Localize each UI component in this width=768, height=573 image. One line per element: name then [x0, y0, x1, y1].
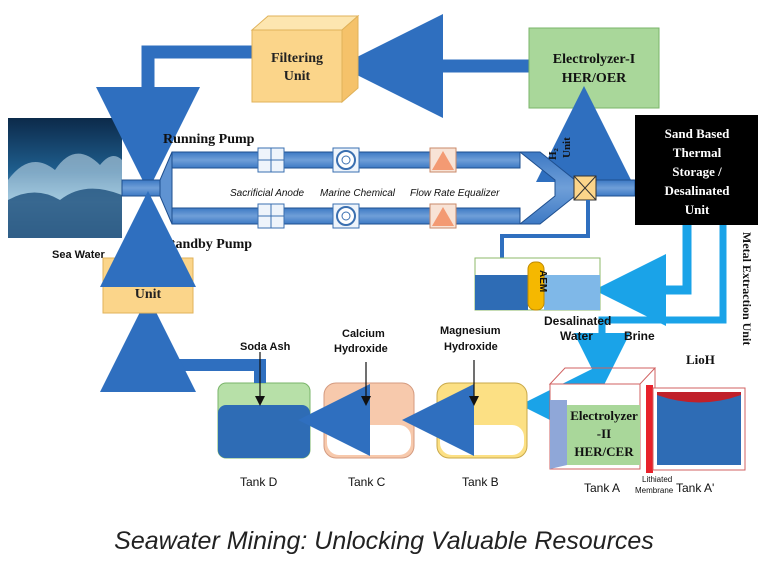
return-flow-arrows	[96, 14, 529, 191]
calcium-hydroxide-label-1: Calcium	[342, 328, 385, 340]
standby-pump-label: Standby Pump	[163, 237, 252, 252]
tank-d-label: Tank D	[240, 475, 278, 489]
tank-b	[436, 382, 528, 459]
lithiated-label-2: Membrane	[635, 486, 674, 495]
tank-a-prime-label: Tank A'	[676, 481, 714, 495]
lithiated-label-1: Lithiated	[642, 475, 672, 484]
junction-valve	[573, 175, 597, 201]
electrolyzer-1: Electrolyzer-I HER/OER	[528, 27, 660, 109]
h2-unit-label: H₂ Unit	[547, 137, 573, 160]
tank-c	[323, 382, 415, 459]
svg-text:Unit: Unit	[685, 202, 710, 217]
sea-water-image	[8, 118, 122, 238]
svg-text:Filtering: Filtering	[122, 269, 174, 284]
chemical-pointer-arrows	[255, 352, 479, 406]
electrolyzer-2-tank: Electrolyzer -II HER/CER	[548, 367, 657, 470]
tank-b-label: Tank B	[462, 475, 499, 489]
flow-rate-equalizer-components	[429, 147, 457, 229]
brine-label: Brine	[624, 329, 655, 343]
lithiated-membrane	[646, 385, 653, 473]
desalinated-water-label-1: Desalinated	[544, 314, 611, 328]
figure-caption: Seawater Mining: Unlocking Valuable Reso…	[114, 527, 654, 555]
thermal-storage-unit: Sand Based Thermal Storage / Desalinated…	[635, 115, 758, 225]
svg-text:H₂: H₂	[547, 147, 559, 160]
svg-text:Electrolyzer: Electrolyzer	[570, 408, 638, 423]
marine-chemical-components	[332, 147, 360, 229]
svg-text:HER/CER: HER/CER	[574, 444, 634, 459]
sacrificial-anode-components	[257, 147, 285, 229]
lioh-label: LioH	[686, 352, 715, 367]
tank-d	[217, 382, 311, 459]
magnesium-hydroxide-label-1: Magnesium	[440, 325, 501, 337]
running-pump-label: Running Pump	[163, 132, 255, 147]
svg-text:Unit: Unit	[135, 287, 162, 302]
filtering-unit-bottom: Filtering Unit	[102, 257, 194, 314]
aem-tank: AEM	[474, 257, 601, 311]
metal-extraction-label: Metal Extraction Unit	[740, 232, 754, 345]
svg-text:Thermal: Thermal	[673, 145, 722, 160]
sacrificial-anode-label: Sacrificial Anode	[230, 188, 305, 199]
soda-ash-label: Soda Ash	[240, 341, 291, 353]
magnesium-hydroxide-label-2: Hydroxide	[444, 341, 498, 353]
svg-text:Unit: Unit	[284, 69, 311, 84]
svg-text:HER/OER: HER/OER	[562, 71, 627, 86]
svg-text:Desalinated: Desalinated	[665, 183, 731, 198]
svg-text:Storage /: Storage /	[672, 164, 722, 179]
svg-text:Sand Based: Sand Based	[665, 126, 730, 141]
tank-c-label: Tank C	[348, 475, 386, 489]
svg-text:-II: -II	[597, 426, 611, 441]
desalination-feed-line	[500, 200, 590, 262]
tank-a-label: Tank A	[584, 481, 620, 495]
sea-water-label: Sea Water	[52, 249, 106, 261]
svg-text:Unit: Unit	[561, 137, 573, 158]
calcium-hydroxide-label-2: Hydroxide	[334, 343, 388, 355]
filtering-unit-top: Filtering Unit	[250, 14, 360, 104]
desalinated-water-label-2: Water	[560, 329, 593, 343]
aem-label: AEM	[537, 270, 548, 292]
svg-text:Filtering: Filtering	[271, 51, 323, 66]
lioh-tank: LioH	[652, 352, 746, 471]
svg-text:Electrolyzer-I: Electrolyzer-I	[553, 52, 635, 67]
marine-chemical-label: Marine Chemical	[320, 188, 396, 199]
flow-rate-equalizer-label: Flow Rate Equalizer	[410, 188, 500, 199]
